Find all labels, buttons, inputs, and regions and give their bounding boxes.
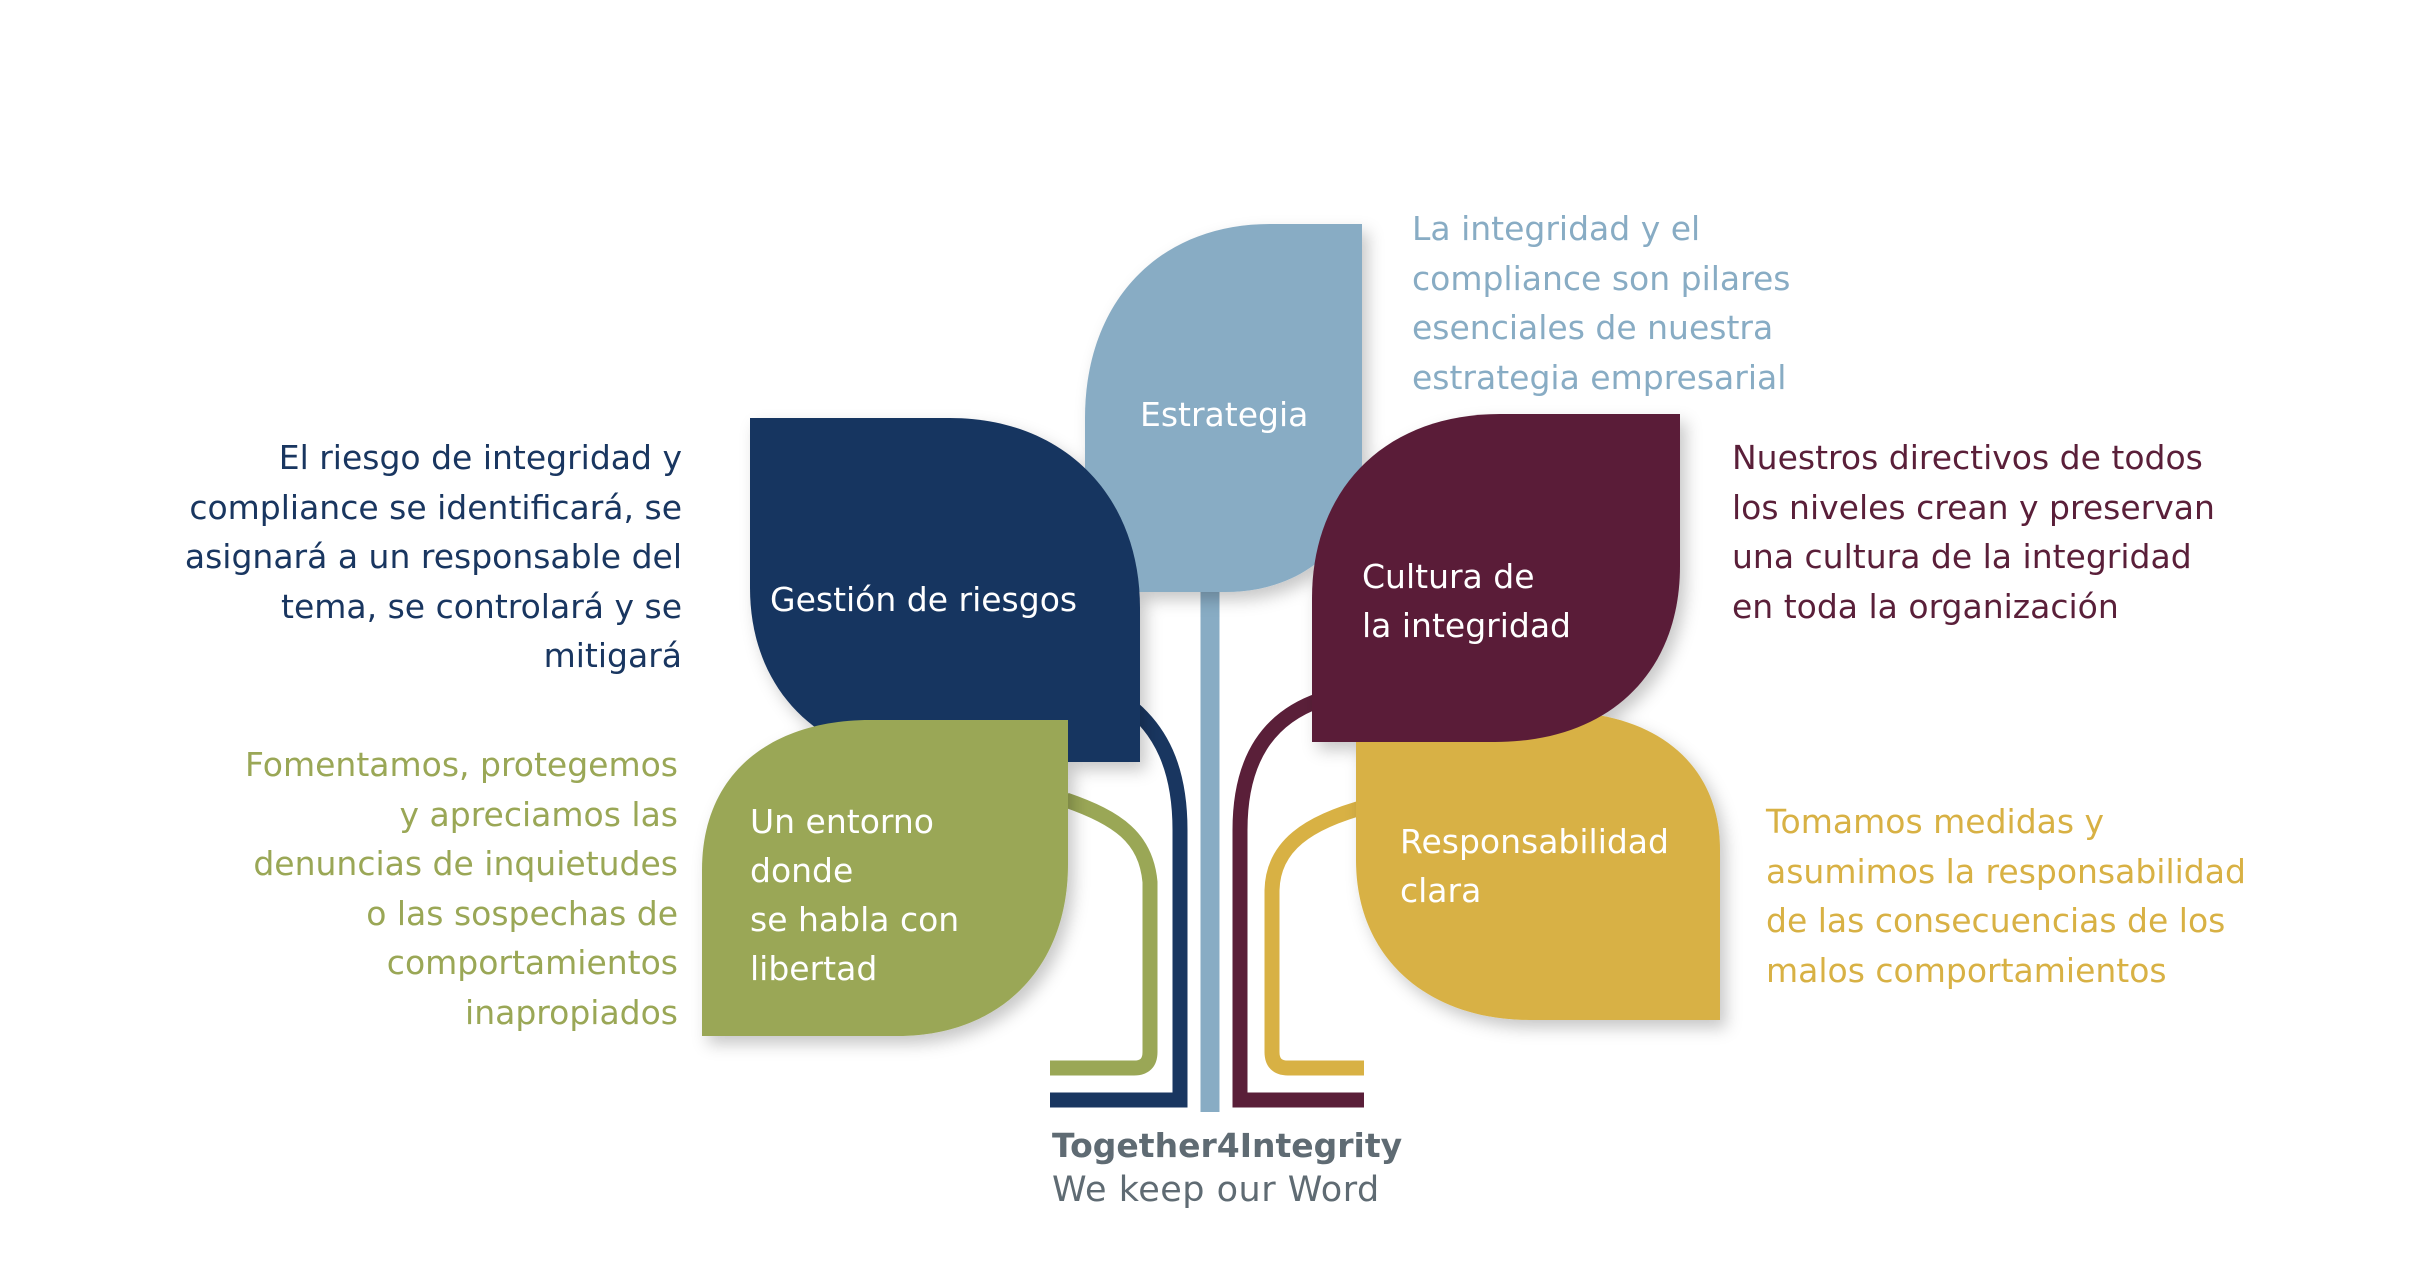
leaf-gestion (750, 418, 1140, 762)
stem-responsabilidad (1264, 798, 1370, 1076)
description-entorno: Fomentamos, protegemos y apreciamos las … (244, 745, 678, 1032)
description-gestion: El riesgo de integridad y compliance se … (184, 438, 682, 675)
leaf-estrategia (1085, 224, 1362, 592)
leaf-label-gestion: Gestión de riesgos (770, 580, 1078, 619)
description-responsabilidad: Tomamos medidas y asumimos la responsabi… (1766, 802, 2246, 990)
leaf-entorno (702, 720, 1068, 1036)
leaves (702, 224, 1720, 1036)
stem-entorno (1050, 792, 1158, 1076)
leaf-cultura (1312, 414, 1680, 742)
leaf-label-estrategia: Estrategia (1140, 395, 1309, 434)
description-cultura: Nuestros directivos de todos los niveles… (1732, 438, 2215, 626)
leaf-label-cultura: Cultura de la integridad (1362, 557, 1572, 645)
stem-cultura (1232, 692, 1364, 1108)
brand-subtitle: We keep our Word (1052, 1170, 1380, 1210)
description-estrategia: La integridad y el compliance son pilare… (1412, 209, 1791, 397)
leaf-responsabilidad (1356, 712, 1720, 1020)
leaf-label-entorno: Un entorno donde se habla con libertad (750, 802, 960, 988)
leaf-label-responsabilidad: Responsabilidad clara (1400, 822, 1669, 910)
brand-title: Together4Integrity (1052, 1126, 1403, 1165)
